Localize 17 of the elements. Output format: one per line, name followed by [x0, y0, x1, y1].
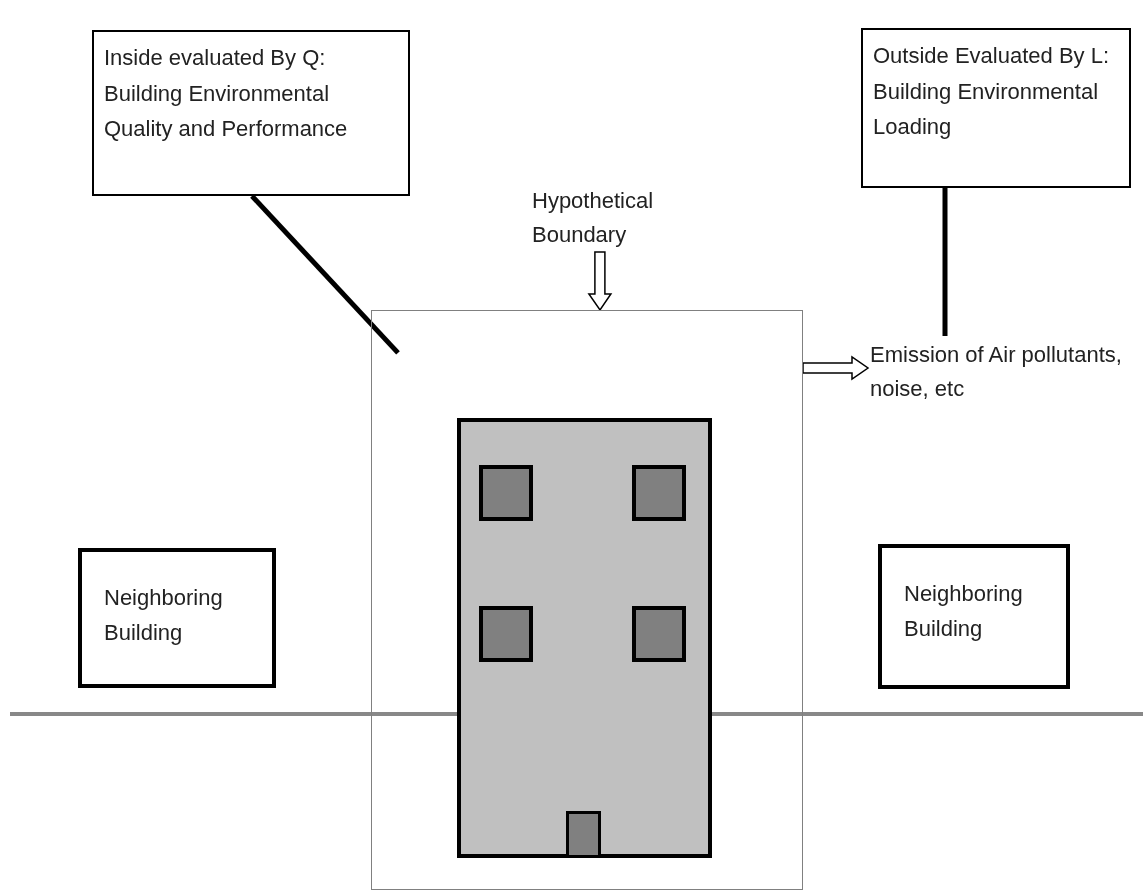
boundary-rectangle — [371, 310, 803, 890]
window — [478, 464, 533, 521]
building-drawing — [456, 417, 712, 858]
neighboring-building-box: Neighboring Building — [878, 544, 1070, 689]
note-box: Outside Evaluated By L: Building Environmental Loading — [861, 28, 1131, 188]
window — [478, 605, 533, 662]
leader-line — [942, 188, 948, 336]
emission-label: Emission of Air pollutants, noise, etc — [868, 336, 1143, 406]
note-box: Inside evaluated By Q: Building Environmental Quality and Performance — [92, 30, 410, 196]
door — [565, 810, 601, 858]
window — [631, 464, 686, 521]
leader-line — [250, 194, 400, 355]
hollow-arrow — [802, 355, 870, 381]
hollow-arrow — [587, 251, 613, 312]
boundary-label: Hypothetical Boundary — [530, 182, 720, 252]
neighboring-building-box: Neighboring Building — [78, 548, 276, 688]
window — [631, 605, 686, 662]
